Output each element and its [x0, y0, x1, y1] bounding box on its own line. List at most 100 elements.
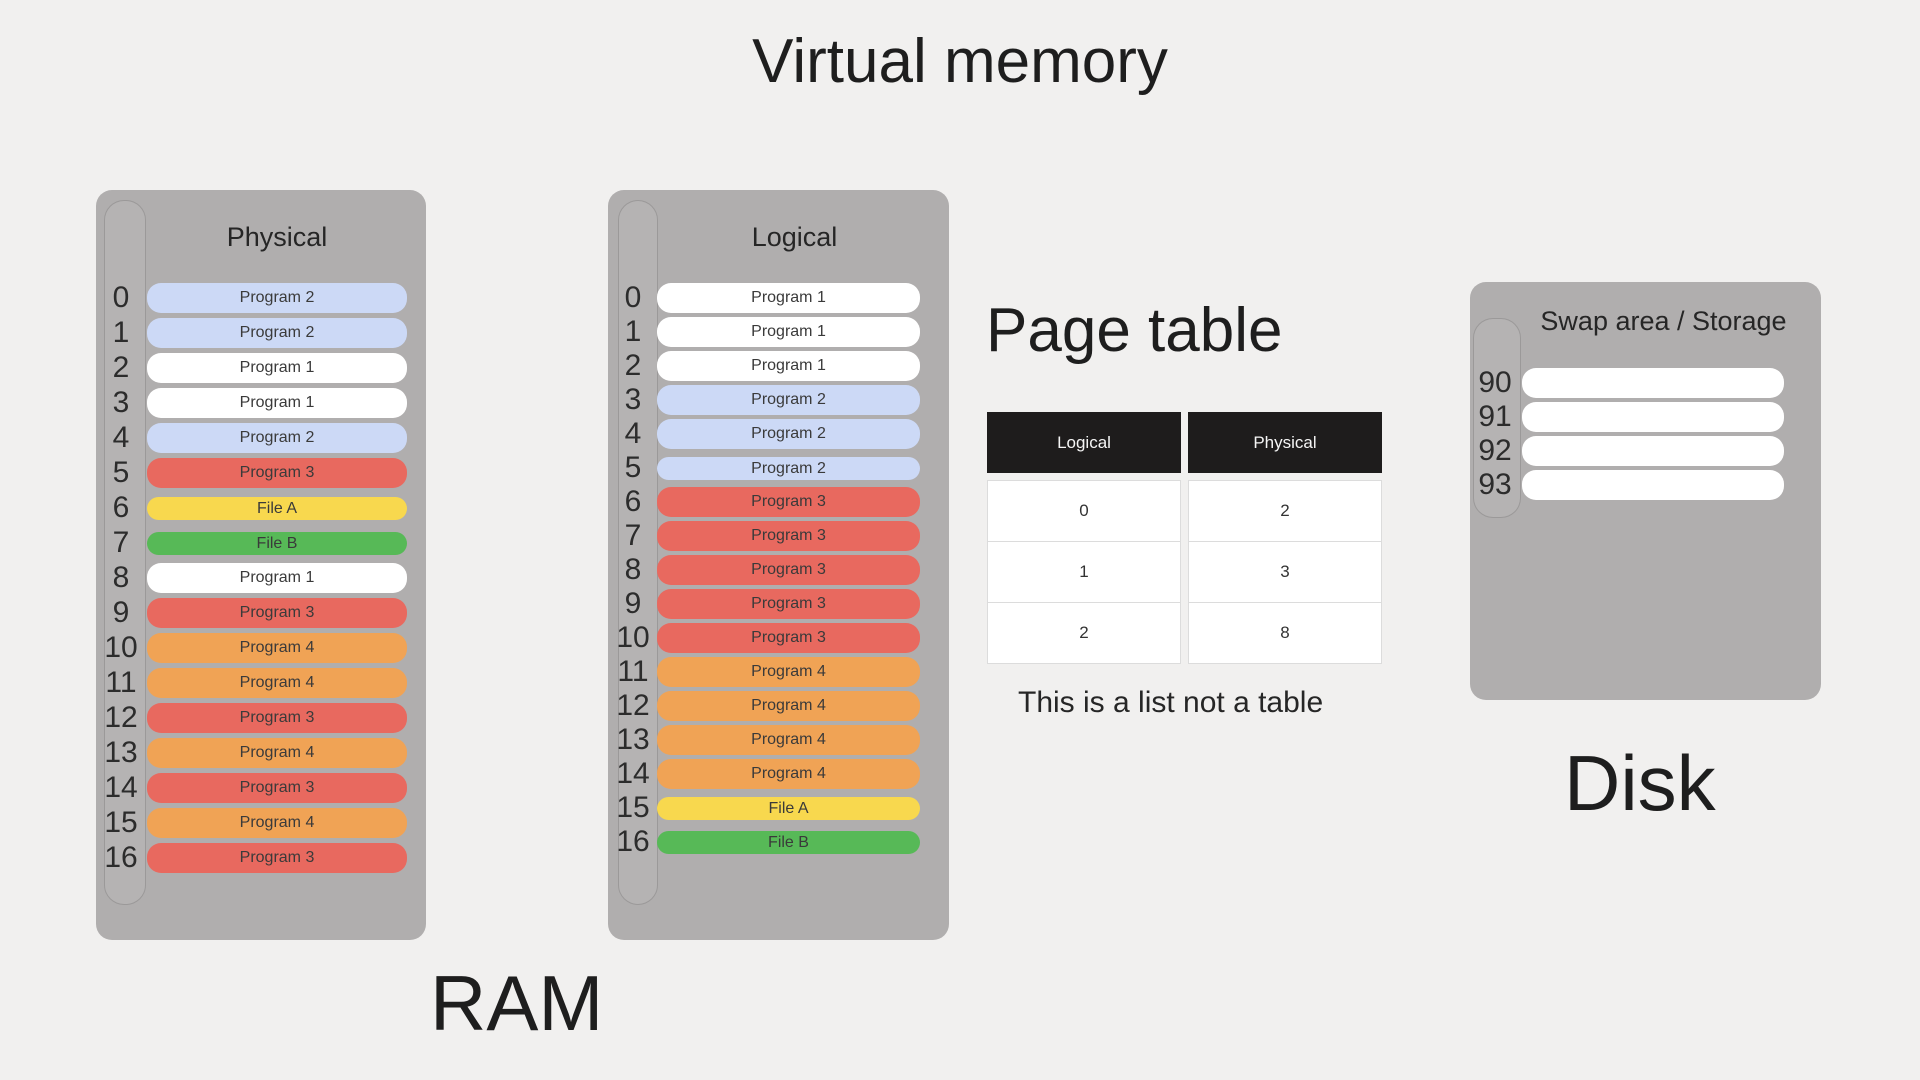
logical-row-index: 10	[616, 621, 650, 654]
page-table-cell: 1	[987, 541, 1181, 603]
logical-row-index: 0	[624, 281, 642, 314]
logical-row-index: 1	[624, 315, 642, 348]
physical-row-index: 7	[112, 526, 130, 559]
logical-row-pill: Program 1	[657, 283, 920, 313]
physical-row-pill: Program 4	[147, 808, 407, 838]
page-table-cell: 2	[1188, 480, 1382, 542]
logical-row-pill: Program 2	[657, 456, 920, 480]
disk-row-pill	[1522, 470, 1784, 500]
logical-row-index: 16	[616, 825, 650, 858]
logical-row-pill: File A	[657, 796, 920, 820]
physical-row-pill: Program 4	[147, 738, 407, 768]
physical-row-pill: Program 4	[147, 668, 407, 698]
logical-row-index: 12	[616, 689, 650, 722]
physical-row-index: 1	[112, 316, 130, 349]
physical-row-pill: Program 3	[147, 843, 407, 873]
page-table-cell: 3	[1188, 541, 1382, 603]
page-table-cell: 2	[987, 602, 1181, 664]
logical-row-index: 8	[624, 553, 642, 586]
logical-row-index: 9	[624, 587, 642, 620]
logical-row-index: 15	[616, 791, 650, 824]
page-table-cell: 8	[1188, 602, 1382, 664]
disk-row-index: 93	[1478, 468, 1512, 501]
physical-panel-title: Physical	[226, 222, 328, 252]
physical-row-index: 15	[104, 806, 138, 839]
page-table-header: Logical	[987, 412, 1181, 473]
physical-row-index: 10	[104, 631, 138, 664]
logical-row-pill: Program 2	[657, 419, 920, 449]
disk-row-pill	[1522, 368, 1784, 398]
logical-row-index: 11	[617, 655, 649, 688]
physical-row-pill: Program 1	[147, 563, 407, 593]
logical-row-index: 2	[624, 349, 642, 382]
logical-row-pill: Program 4	[657, 691, 920, 721]
ram-label: RAM	[430, 959, 604, 1047]
logical-row-index: 6	[624, 485, 642, 518]
physical-row-pill: Program 1	[147, 353, 407, 383]
physical-row-index: 4	[112, 421, 130, 454]
page-table-note: This is a list not a table	[1018, 686, 1324, 719]
disk-row-index: 90	[1478, 366, 1512, 399]
logical-row-index: 7	[624, 519, 642, 552]
physical-row-index: 0	[112, 281, 130, 314]
physical-row-index: 2	[112, 351, 130, 384]
physical-row-index: 6	[112, 491, 130, 524]
physical-index-gutter	[104, 200, 146, 905]
physical-row-pill: Program 1	[147, 388, 407, 418]
physical-row-index: 9	[112, 596, 130, 629]
disk-panel-title: Swap area / Storage	[1540, 306, 1787, 336]
logical-row-index: 14	[616, 757, 650, 790]
logical-index-gutter	[618, 200, 658, 905]
physical-row-pill: Program 3	[147, 598, 407, 628]
page-table-header: Physical	[1188, 412, 1382, 473]
logical-row-index: 5	[624, 451, 642, 484]
logical-row-index: 4	[624, 417, 642, 450]
logical-row-index: 13	[616, 723, 650, 756]
logical-row-pill: Program 3	[657, 487, 920, 517]
logical-row-pill: Program 4	[657, 759, 920, 789]
physical-row-pill: Program 2	[147, 318, 407, 348]
physical-row-index: 16	[104, 841, 138, 874]
physical-row-index: 8	[112, 561, 130, 594]
logical-panel-title: Logical	[751, 222, 838, 252]
logical-row-pill: Program 1	[657, 351, 920, 381]
logical-row-pill: Program 4	[657, 657, 920, 687]
logical-row-pill: Program 3	[657, 521, 920, 551]
page-title: Virtual memory	[752, 27, 1168, 96]
disk-row-index: 91	[1478, 400, 1512, 433]
disk-row-pill	[1522, 402, 1784, 432]
disk-row-index: 92	[1478, 434, 1512, 467]
physical-row-pill: File A	[147, 496, 407, 520]
logical-row-pill: File B	[657, 830, 920, 854]
physical-row-pill: File B	[147, 531, 407, 555]
physical-row-pill: Program 3	[147, 458, 407, 488]
logical-row-pill: Program 3	[657, 555, 920, 585]
logical-row-pill: Program 4	[657, 725, 920, 755]
physical-row-pill: Program 3	[147, 773, 407, 803]
disk-row-pill	[1522, 436, 1784, 466]
logical-row-pill: Program 1	[657, 317, 920, 347]
physical-row-index: 11	[105, 666, 137, 699]
physical-row-index: 5	[112, 456, 130, 489]
disk-label: Disk	[1564, 739, 1716, 827]
page-table-title: Page table	[986, 296, 1283, 365]
physical-row-index: 3	[112, 386, 130, 419]
physical-row-pill: Program 4	[147, 633, 407, 663]
page-table-cell: 0	[987, 480, 1181, 542]
physical-row-pill: Program 3	[147, 703, 407, 733]
logical-row-pill: Program 3	[657, 623, 920, 653]
physical-row-index: 13	[104, 736, 138, 769]
physical-row-pill: Program 2	[147, 283, 407, 313]
logical-row-pill: Program 3	[657, 589, 920, 619]
physical-row-index: 12	[104, 701, 138, 734]
physical-row-index: 14	[104, 771, 138, 804]
physical-row-pill: Program 2	[147, 423, 407, 453]
logical-row-index: 3	[624, 383, 642, 416]
